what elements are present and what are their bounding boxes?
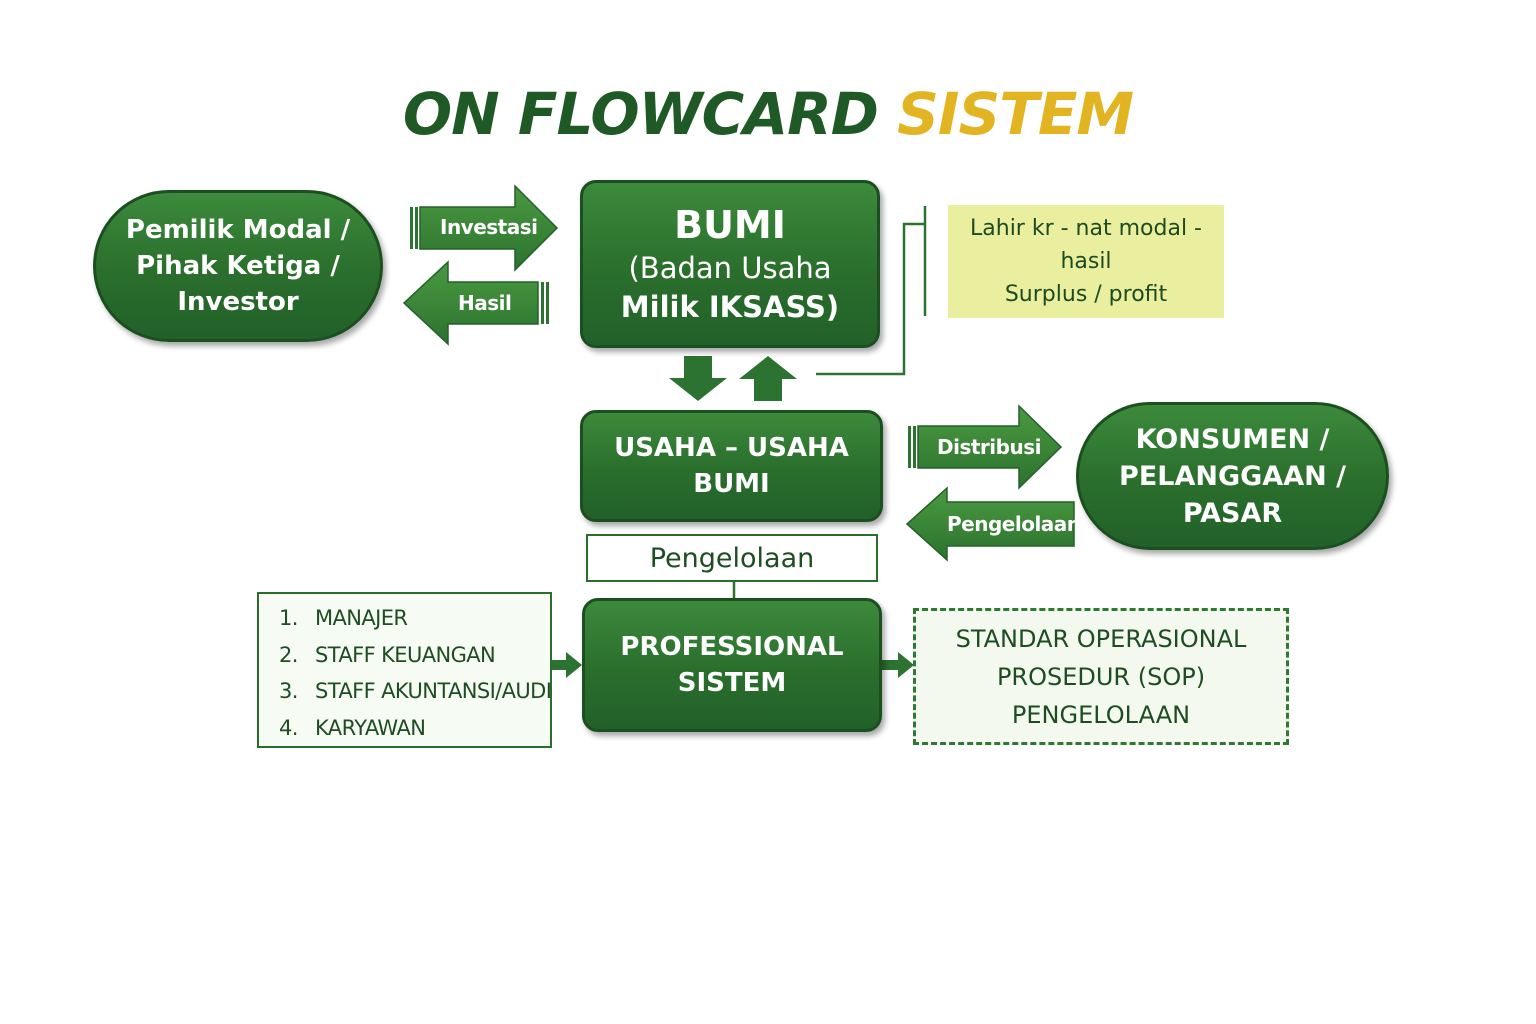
pengelolaan-arrow-label: Pengelolaan bbox=[947, 512, 1081, 536]
bumi-subtitle-2: Milik IKSASS) bbox=[620, 290, 840, 324]
sop-node: STANDAR OPERASIONAL PROSEDUR (SOP) PENGE… bbox=[913, 608, 1289, 745]
list-label: STAFF AKUNTANSI/AUDIT bbox=[315, 679, 552, 703]
list-number: 3. bbox=[279, 679, 298, 703]
bumi-title: BUMI bbox=[674, 203, 786, 247]
hasil-label: Hasil bbox=[458, 291, 512, 315]
list-item: 1. MANAJER bbox=[259, 602, 550, 639]
list-number: 1. bbox=[279, 606, 298, 630]
konsumen-label: KONSUMEN / PELANGGAAN / PASAR bbox=[1119, 423, 1346, 529]
profit-note: Lahir kr - nat modal - hasil Surplus / p… bbox=[948, 205, 1224, 318]
staff-to-professional-arrow bbox=[552, 652, 582, 678]
list-item: 2. STAFF KEUANGAN bbox=[259, 639, 550, 676]
title-accent: SISTEM bbox=[897, 80, 1134, 148]
usaha-node: USAHA – USAHA BUMI bbox=[580, 410, 883, 522]
title-primary: ON FLOWCARD bbox=[402, 80, 879, 148]
list-label: STAFF KEUANGAN bbox=[315, 642, 496, 667]
staff-list: 1. MANAJER 2. STAFF KEUANGAN 3. STAFF AKUNT… bbox=[259, 594, 550, 747]
pengelolaan-node: Pengelolaan bbox=[586, 534, 878, 582]
professional-node: PROFESSIONAL SISTEM bbox=[582, 598, 882, 732]
konsumen-node: KONSUMEN / PELANGGAAN / PASAR bbox=[1076, 402, 1389, 550]
list-label: MANAJER bbox=[315, 606, 408, 630]
investasi-label: Investasi bbox=[440, 215, 538, 239]
list-number: 4. bbox=[279, 715, 298, 740]
professional-to-sop-arrow bbox=[882, 652, 914, 678]
pengelolaan-arrow bbox=[905, 486, 1075, 562]
investor-label: Pemilik Modal / Pihak Ketiga / Investor bbox=[125, 215, 351, 317]
investor-node: Pemilik Modal / Pihak Ketiga / Investor bbox=[93, 190, 383, 342]
distribusi-arrow bbox=[908, 404, 1063, 490]
investasi-arrow bbox=[410, 184, 559, 272]
list-number: 2. bbox=[279, 642, 298, 667]
page-title: ON FLOWCARD SISTEM bbox=[0, 80, 1536, 148]
usaha-label: USAHA – USAHA BUMI bbox=[614, 433, 849, 499]
list-item: 4. KARYAWAN bbox=[259, 712, 550, 747]
list-label: KARYAWAN bbox=[315, 715, 426, 740]
staff-list-box: 1. MANAJER 2. STAFF KEUANGAN 3. STAFF AKUNT… bbox=[257, 592, 552, 748]
note-connector bbox=[816, 222, 925, 376]
up-arrow bbox=[739, 356, 797, 401]
list-item: 3. STAFF AKUNTANSI/AUDIT bbox=[259, 675, 550, 712]
hasil-arrow bbox=[402, 260, 549, 346]
distribusi-label: Distribusi bbox=[937, 435, 1041, 459]
down-arrow bbox=[669, 356, 727, 401]
bumi-subtitle-1: (Badan Usaha bbox=[628, 251, 832, 285]
bumi-node: BUMI (Badan Usaha Milik IKSASS) bbox=[580, 180, 880, 348]
professional-label: PROFESSIONAL SISTEM bbox=[620, 632, 844, 698]
